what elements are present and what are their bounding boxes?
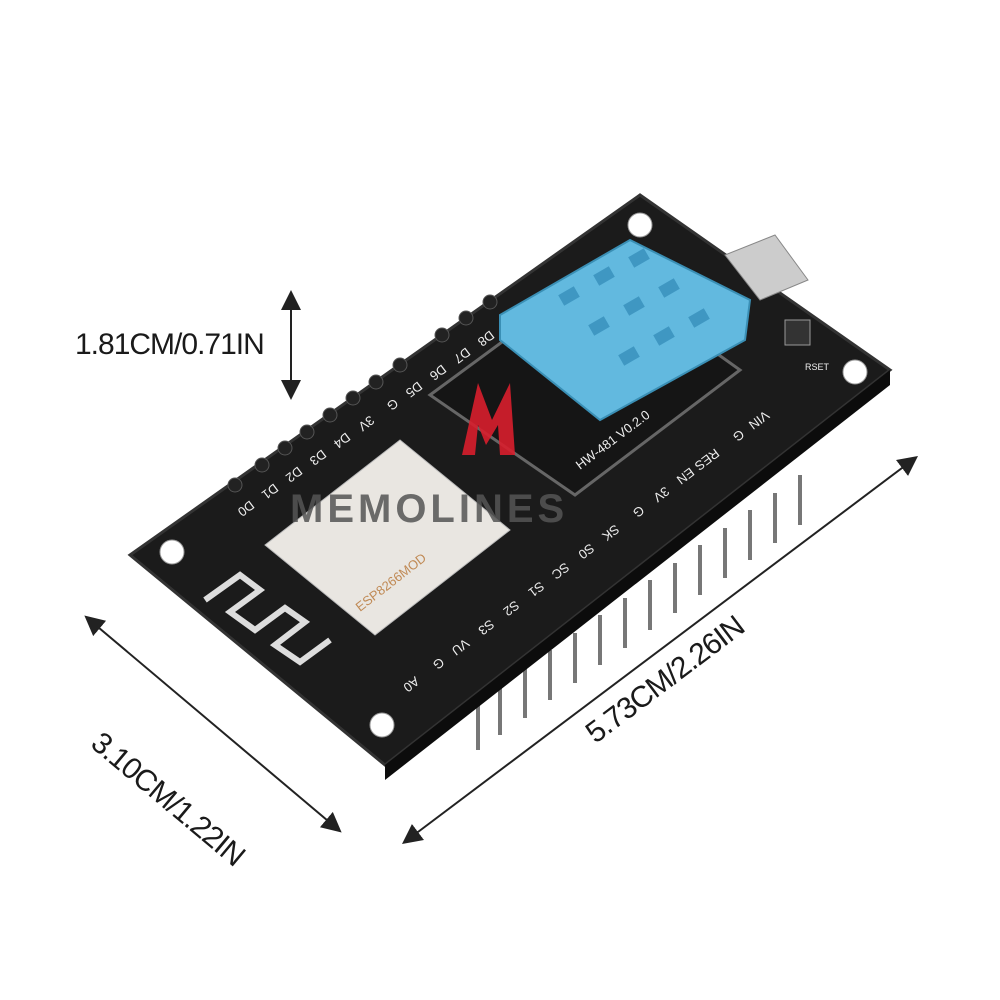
left-pin-row <box>227 294 498 493</box>
width-arrow <box>84 615 342 833</box>
reset-label: RSET <box>805 362 830 372</box>
height-dimension: 1.81CM/0.71IN <box>75 328 265 361</box>
mounting-hole <box>627 212 653 238</box>
mounting-hole <box>369 712 395 738</box>
watermark-text: MEMOLINES <box>290 487 568 531</box>
length-arrow <box>402 455 918 845</box>
sensor-grille <box>558 248 710 366</box>
mounting-hole <box>159 539 185 565</box>
reset-button <box>784 319 811 346</box>
usb-port <box>724 234 809 301</box>
dht-sensor <box>499 238 752 422</box>
mounting-hole <box>842 359 868 385</box>
